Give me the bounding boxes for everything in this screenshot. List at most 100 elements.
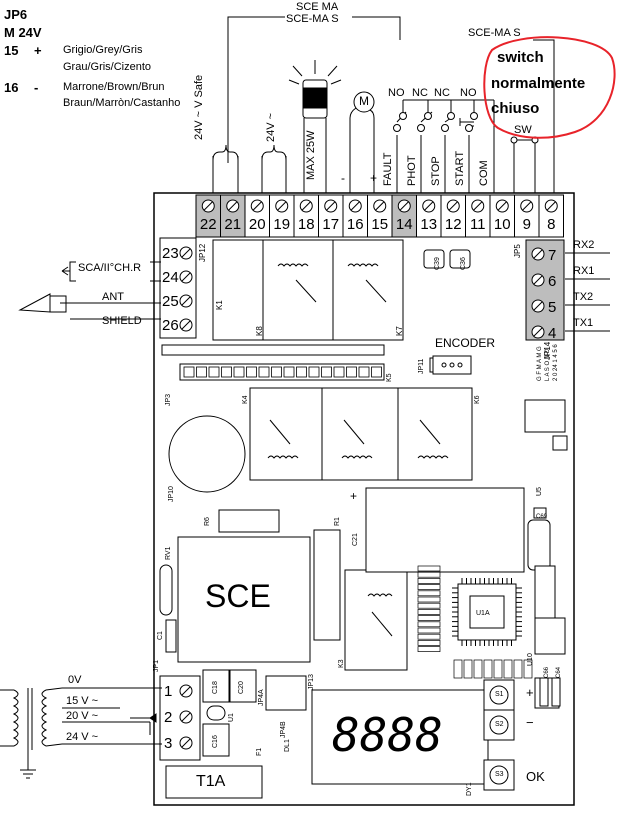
s2-label[interactable]: S2: [495, 721, 504, 728]
c69-label: C69: [536, 514, 548, 520]
legend-neg-colors-1: Marrone/Brown/Brun: [63, 81, 165, 93]
terminal-top-22: 22: [195, 194, 221, 238]
scema-label-1: SCE MA: [296, 1, 339, 13]
terminal-left-24: 24: [162, 269, 193, 286]
c20-label: C20: [238, 681, 245, 694]
k4-label: K4: [242, 395, 249, 404]
k8-label: K8: [255, 326, 264, 336]
terminal-power-1: 1: [164, 683, 193, 700]
dl1-label: DL1: [284, 739, 291, 752]
jp1-label: JP1: [153, 659, 160, 672]
jp12-label: JP12: [198, 243, 207, 262]
connector-row-cells: [183, 366, 382, 378]
terminal-power-number: 2: [164, 709, 172, 726]
terminal-top-20: 20: [244, 194, 270, 238]
jp4b-label: JP4B: [280, 721, 287, 738]
terminal-top-number: 12: [445, 216, 462, 233]
relays: [212, 239, 473, 671]
terminal-top-17: 17: [318, 194, 344, 238]
c21-plus: +: [350, 489, 358, 503]
legend-neg-number: 16: [4, 80, 19, 95]
jp13-label: JP13: [308, 674, 315, 690]
terminal-top-11: 11: [465, 194, 491, 238]
legend-pos-number: 15: [4, 43, 19, 58]
terminal-left-number: 24: [162, 269, 179, 286]
small-caps: [159, 249, 568, 663]
legend-pos-colors-2: Grau/Gris/Cizento: [63, 61, 152, 73]
legend-pos-colors-1: Grigio/Grey/Gris: [63, 44, 143, 56]
top-contacts-circles: [393, 112, 539, 144]
side-table-row-1: G F M A M G: [537, 346, 543, 381]
terminal-top-13: 13: [416, 194, 442, 238]
terminal-top-number: 9: [523, 216, 531, 233]
c1-label: C1: [157, 631, 164, 640]
contact-nc-1: NC: [412, 87, 428, 99]
dy1-label: DY1: [466, 782, 473, 796]
phot-label: PHOT: [406, 155, 418, 186]
scema-label-right: SCE-MA S: [468, 27, 521, 39]
s3-ok: OK: [526, 769, 545, 784]
right-label-2: TX2: [573, 291, 594, 303]
motor-label: M: [359, 94, 369, 108]
r1-label: R1: [334, 517, 341, 526]
chip-u1a: [457, 583, 517, 641]
terminal-top-number: 19: [273, 216, 290, 233]
board-outline: [153, 192, 575, 806]
motor-minus: -: [341, 171, 345, 185]
terminal-right-5: 5: [531, 299, 556, 316]
c39-label: C39: [434, 257, 441, 270]
terminal-left-26: 26: [162, 317, 193, 334]
jp3-label: JP3: [165, 393, 172, 406]
annotation-line-3: chiuso: [491, 100, 540, 117]
power-24v: 24 V ~: [66, 731, 99, 743]
annotation-line-1: switch: [497, 49, 544, 66]
terminal-top-number: 16: [347, 216, 364, 233]
terminal-top-18: 18: [293, 194, 319, 238]
contact-nc-2: NC: [434, 87, 450, 99]
right-label-0: RX2: [573, 239, 595, 251]
shield-label: SHIELD: [102, 315, 142, 327]
right-label-3: TX1: [573, 317, 594, 329]
legend-title: JP6: [4, 7, 28, 22]
resistor-array: [417, 565, 533, 679]
terminal-top-number: 8: [547, 216, 555, 233]
stop-label: STOP: [430, 156, 442, 186]
terminal-top-19: 19: [269, 194, 295, 238]
contact-no-2: NO: [460, 87, 477, 99]
jp11-label: JP11: [418, 358, 425, 374]
side-table-row-3: 2 0 24 1 4 5 6: [553, 344, 559, 381]
terminal-power-3: 3: [164, 735, 193, 752]
terminal-top-8: 8: [538, 194, 564, 238]
terminal-top-15: 15: [367, 194, 393, 238]
annotation-line-2: normalmente: [491, 75, 586, 92]
motor-plus: +: [370, 171, 378, 185]
r6-label: R6: [204, 517, 211, 526]
legend-pos-sign: +: [34, 43, 42, 58]
terminal-top-number: 21: [224, 216, 241, 233]
com-label: COM: [478, 160, 490, 186]
power-block: [159, 669, 489, 799]
right-label-1: RX1: [573, 265, 595, 277]
terminal-top-number: 10: [494, 216, 511, 233]
k6-label: K6: [474, 395, 481, 404]
terminal-top-14: 14: [391, 194, 417, 238]
s2-minus: −: [526, 715, 534, 730]
k3-label: K3: [338, 659, 345, 668]
terminal-top-number: 22: [200, 216, 217, 233]
scema-label-2: SCE-MA S: [286, 13, 339, 25]
u5-label: U5: [536, 487, 543, 496]
s1-label[interactable]: S1: [495, 691, 504, 698]
rv1-label: RV1: [165, 546, 172, 561]
terminal-power-number: 1: [164, 683, 172, 700]
terminal-right-6: 6: [531, 273, 556, 290]
terminal-top-number: 18: [298, 216, 315, 233]
seven-segment-display: 8888: [332, 708, 443, 762]
jp10-label: JP10: [168, 486, 175, 502]
terminal-top-12: 12: [440, 194, 466, 238]
s3-label[interactable]: S3: [495, 771, 504, 778]
power-15v: 15 V ~: [66, 695, 99, 707]
terminal-left-23: 23: [162, 245, 193, 262]
fault-label: FAULT: [382, 152, 394, 186]
